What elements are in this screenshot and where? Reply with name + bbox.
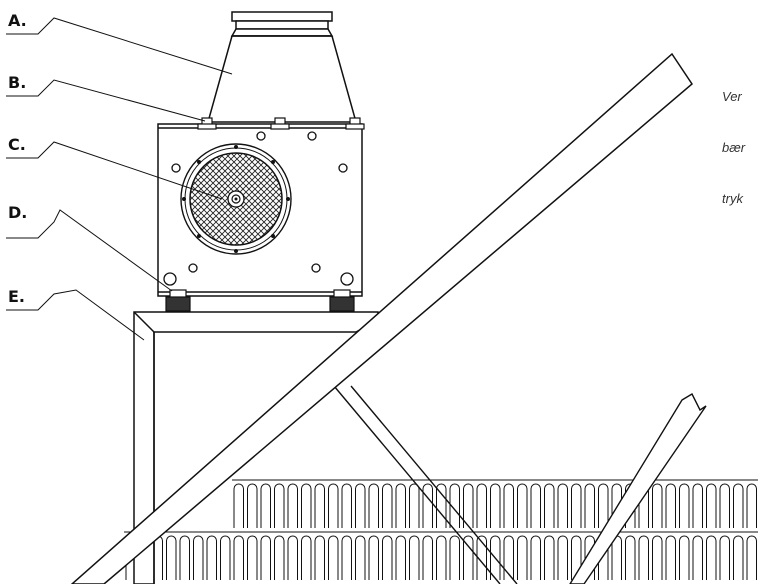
top-bolts: [197, 117, 365, 130]
side-note-line: Ver: [722, 89, 742, 104]
label-d: D.: [8, 203, 28, 222]
fan-grille: [180, 143, 292, 255]
rafter-beam: [70, 52, 693, 584]
leader-lines: [6, 17, 233, 341]
label-b: B.: [8, 73, 27, 92]
side-note-line: tryk: [722, 191, 743, 206]
side-note: Ver bær tryk: [722, 54, 745, 224]
roof-truss: [333, 385, 707, 584]
label-c: C.: [8, 135, 26, 154]
transition-hood: [207, 11, 357, 123]
label-a: A.: [8, 11, 27, 30]
insulation-layer: [124, 479, 758, 580]
housing-holes: [163, 131, 354, 286]
label-e: E.: [8, 287, 26, 306]
side-note-line: bær: [722, 140, 746, 155]
vibration-dampers: [165, 289, 355, 312]
